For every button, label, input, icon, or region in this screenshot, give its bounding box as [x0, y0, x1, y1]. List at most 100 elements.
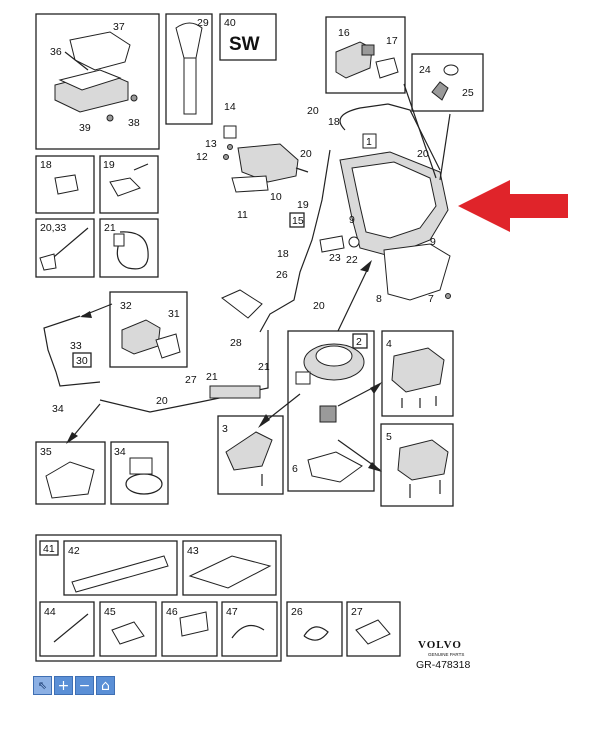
- home-button[interactable]: ⌂: [96, 676, 115, 695]
- callout-4: 4: [386, 338, 392, 350]
- callout-34a: 34: [52, 403, 64, 415]
- callout-20-33: 20,33: [40, 222, 66, 234]
- callout-box-41: [39, 540, 59, 556]
- callout-box-15: [289, 212, 305, 228]
- callout-18b: 18: [328, 116, 340, 128]
- callout-3: 3: [222, 423, 228, 435]
- callout-29: 29: [197, 17, 209, 29]
- callout-16: 16: [338, 27, 350, 39]
- callout-2: 2: [356, 336, 362, 348]
- part-box-18[interactable]: [35, 155, 95, 214]
- callout-47: 47: [226, 606, 238, 618]
- home-icon: ⌂: [101, 678, 110, 694]
- callout-19b: 19: [297, 199, 309, 211]
- zoom-out-button[interactable]: −: [75, 676, 94, 695]
- callout-6: 6: [292, 463, 298, 475]
- part-box-35[interactable]: [35, 441, 106, 505]
- callout-26b: 26: [291, 606, 303, 618]
- callout-26: 26: [276, 269, 288, 281]
- part-box-20-33[interactable]: [35, 218, 95, 278]
- part-box-41[interactable]: [35, 534, 282, 662]
- callout-12: 12: [196, 151, 208, 163]
- coolant-hose: [43, 315, 101, 387]
- fuel-line: [259, 149, 331, 333]
- callout-30: 30: [76, 355, 88, 367]
- part-heater-1[interactable]: [339, 103, 451, 301]
- volvo-logo: VOLVO: [418, 639, 462, 651]
- callout-37: 37: [113, 21, 125, 33]
- part-box-26[interactable]: [286, 601, 343, 657]
- part-23-22[interactable]: [319, 235, 360, 253]
- callout-23: 23: [329, 252, 341, 264]
- callout-20d: 20: [313, 300, 325, 312]
- callout-31: 31: [168, 308, 180, 320]
- part-box-4[interactable]: [381, 330, 454, 417]
- part-box-24[interactable]: [411, 53, 484, 112]
- part-box-40[interactable]: [219, 13, 277, 61]
- callout-14: 14: [224, 101, 236, 113]
- callout-28: 28: [230, 337, 242, 349]
- cursor-icon: ⇖: [37, 679, 48, 692]
- reference-number: GR-478318: [416, 659, 470, 671]
- sw-label: SW: [229, 34, 260, 55]
- part-box-5[interactable]: [380, 423, 454, 507]
- zoom-in-icon: +: [57, 678, 70, 694]
- callout-17: 17: [386, 35, 398, 47]
- part-box-2[interactable]: [287, 330, 375, 492]
- callout-39: 39: [79, 122, 91, 134]
- callout-34b: 34: [114, 446, 126, 458]
- callout-44: 44: [44, 606, 56, 618]
- callout-20b: 20: [300, 148, 312, 160]
- zoom-in-button[interactable]: +: [54, 676, 73, 695]
- callout-21c: 21: [258, 361, 270, 373]
- callout-27b: 27: [351, 606, 363, 618]
- callout-20e: 20: [156, 395, 168, 407]
- part-assembly-10[interactable]: [223, 125, 309, 193]
- callout-13: 13: [205, 138, 217, 150]
- callout-21a: 21: [104, 222, 116, 234]
- cursor-button[interactable]: ⇖: [33, 676, 52, 695]
- part-box-27[interactable]: [346, 601, 401, 657]
- genuine-parts-label: GENUINE PARTS: [428, 652, 464, 657]
- callout-24: 24: [419, 64, 431, 76]
- part-box-37[interactable]: [35, 13, 160, 150]
- callout-9b: 9: [430, 236, 436, 248]
- leader-lines: [66, 83, 451, 472]
- indicator-arrow: [458, 180, 568, 232]
- callout-27a: 27: [185, 374, 197, 386]
- part-box-21a[interactable]: [99, 218, 159, 278]
- part-box-16[interactable]: [325, 16, 406, 94]
- callout-42: 42: [68, 545, 80, 557]
- callout-25: 25: [462, 87, 474, 99]
- callout-35: 35: [40, 446, 52, 458]
- callout-9a: 9: [349, 214, 355, 226]
- part-28[interactable]: [221, 289, 263, 319]
- callout-20c: 20: [417, 148, 429, 160]
- callout-5: 5: [386, 431, 392, 443]
- part-box-3[interactable]: [217, 415, 284, 495]
- callout-10: 10: [270, 191, 282, 203]
- callout-box-30: [72, 352, 92, 368]
- callout-19a: 19: [103, 159, 115, 171]
- part-box-19[interactable]: [99, 155, 159, 214]
- callout-7: 7: [428, 293, 434, 305]
- callout-8: 8: [376, 293, 382, 305]
- callout-45: 45: [104, 606, 116, 618]
- part-21-muffler[interactable]: [209, 385, 261, 399]
- part-box-34[interactable]: [110, 441, 169, 505]
- callout-18c: 18: [277, 248, 289, 260]
- callout-43: 43: [187, 545, 199, 557]
- part-box-32[interactable]: [109, 291, 188, 368]
- callout-38: 38: [128, 117, 140, 129]
- callout-1: 1: [366, 136, 372, 148]
- viewer-toolbar: ⇖ + − ⌂: [33, 676, 115, 695]
- callout-15: 15: [292, 215, 304, 227]
- zoom-out-icon: −: [78, 678, 91, 694]
- callout-11: 11: [237, 209, 248, 221]
- callout-41: 41: [43, 543, 55, 555]
- part-box-29[interactable]: [165, 13, 213, 125]
- exhaust-pipe: [99, 330, 269, 413]
- callout-40: 40: [224, 17, 236, 29]
- callout-33: 33: [70, 340, 82, 352]
